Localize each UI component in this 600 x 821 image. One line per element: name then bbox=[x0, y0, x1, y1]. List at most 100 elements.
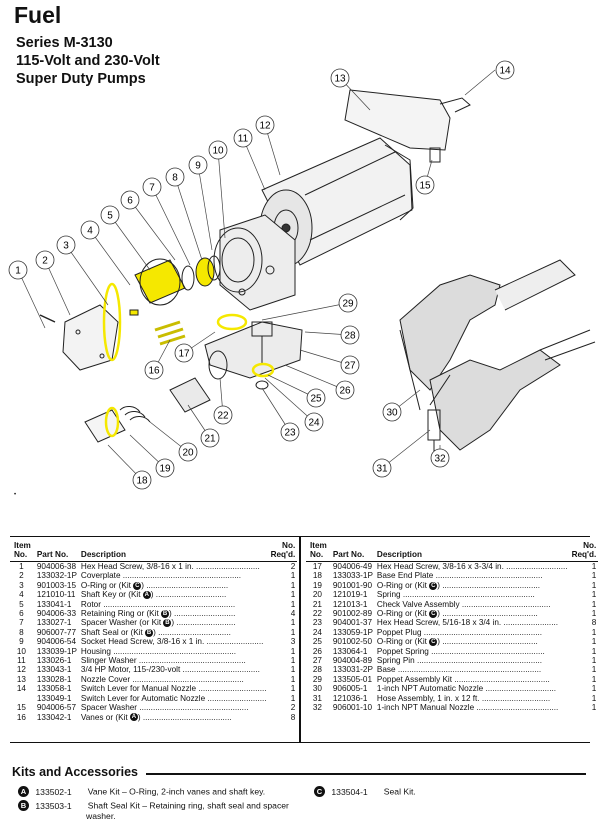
cell-item: 9 bbox=[19, 637, 24, 647]
subtitle-line: Series M-3130 bbox=[16, 35, 113, 51]
cell-part: 904006-57 bbox=[36, 703, 76, 713]
table-header-row: Item No. Part No. Description No. Req'd. bbox=[306, 541, 599, 562]
table-header-row: Item No. Part No. Description No. Req'd. bbox=[10, 541, 298, 562]
kits-divider bbox=[146, 773, 586, 775]
cell-part: 133027-1 bbox=[36, 618, 72, 628]
parts-table-left: Item No. Part No. Description No. Req'd.… bbox=[10, 541, 298, 722]
desc-text: Shaft Key or (Kit bbox=[80, 590, 143, 600]
cell-item: 28 bbox=[312, 665, 322, 675]
callout-label: 5 bbox=[107, 211, 113, 222]
header-qty: No. Req'd. bbox=[569, 541, 599, 562]
cell-desc: 1-inch NPT Automatic Nozzle ............… bbox=[375, 684, 570, 693]
callout-21: 21 bbox=[200, 428, 220, 448]
cell-part: 901003-15 bbox=[36, 580, 76, 590]
callout-27: 27 bbox=[340, 355, 360, 375]
callout-15: 15 bbox=[415, 175, 435, 195]
callout-label: 25 bbox=[310, 394, 322, 405]
kit-badge: B bbox=[161, 609, 169, 618]
callout-4: 4 bbox=[80, 220, 100, 240]
cell-desc: O-Ring or (Kit C) ......................… bbox=[375, 581, 570, 590]
callout-label: 28 bbox=[344, 331, 356, 342]
desc-text: Switch Lever for Automatic Nozzle ......… bbox=[80, 693, 267, 703]
desc-text-after: ) ............................... bbox=[150, 590, 227, 600]
cell-part: 901002-50 bbox=[332, 637, 372, 647]
callout-label: 20 bbox=[182, 448, 194, 459]
callout-7: 7 bbox=[142, 177, 162, 197]
cell-desc: Shaft Key or (Kit A) ...................… bbox=[79, 590, 269, 599]
cell-qty: 1 bbox=[290, 665, 296, 675]
cell-qty: 1 bbox=[290, 656, 296, 666]
cell-desc: Base End Plate .........................… bbox=[375, 571, 570, 580]
cell-qty: 1 bbox=[591, 571, 597, 581]
cell-desc: Hex Head Screw, 3/8-16 x 1 in. .........… bbox=[79, 562, 269, 572]
cell-desc: Spring .................................… bbox=[375, 590, 570, 599]
cell-qty: 1 bbox=[290, 646, 296, 656]
desc-text: 3/4 HP Motor, 115-/230-volt ............… bbox=[80, 665, 260, 675]
kit-desc: Shaft Seal Kit – Retaining ring, shaft s… bbox=[87, 800, 289, 811]
cell-desc: Check Valve Assembly ...................… bbox=[375, 600, 570, 609]
kit-item-a: A 133502-1 Vane Kit – O-Ring, 2-inch van… bbox=[18, 786, 265, 798]
cell-part: 133032-1P bbox=[36, 571, 77, 581]
desc-text-after: ) ........................... bbox=[169, 609, 236, 619]
cell-desc: Spring Pin .............................… bbox=[375, 656, 570, 665]
cell-part: 904006-38 bbox=[36, 562, 76, 571]
desc-text: Coverplate .............................… bbox=[80, 571, 242, 581]
kit-badge: C bbox=[429, 581, 438, 590]
desc-text: Nozzle Cover ...........................… bbox=[80, 674, 244, 684]
callout-19: 19 bbox=[155, 458, 175, 478]
cell-part: 133059-1P bbox=[332, 627, 373, 637]
callout-label: 13 bbox=[334, 74, 346, 85]
cell-item: 19 bbox=[312, 580, 322, 590]
kit-badge: B bbox=[163, 619, 172, 628]
cell-qty: 1 bbox=[591, 656, 597, 666]
cell-item: 12 bbox=[16, 665, 26, 675]
cell-item: 25 bbox=[312, 637, 322, 647]
desc-text-after: ) .......................... bbox=[171, 618, 236, 628]
callout-25: 25 bbox=[306, 388, 326, 408]
cell-item: 14 bbox=[16, 684, 26, 694]
callout-label: 7 bbox=[149, 183, 155, 194]
cell-qty: 1 bbox=[290, 674, 296, 684]
parts-table-divider bbox=[299, 536, 301, 743]
cell-part: 906007-77 bbox=[36, 627, 76, 637]
callout-5: 5 bbox=[100, 205, 120, 225]
kit-item-c: C 133504-1 Seal Kit. bbox=[314, 786, 416, 798]
housing-drawing bbox=[213, 214, 296, 311]
cell-item: 8 bbox=[19, 627, 24, 637]
cell-desc: Poppet Assembly Kit ....................… bbox=[375, 675, 570, 684]
callout-label: 26 bbox=[339, 386, 351, 397]
cell-item: 29 bbox=[312, 674, 322, 684]
desc-text: Spring .................................… bbox=[376, 590, 535, 600]
page-title: Fuel bbox=[14, 2, 62, 28]
cell-desc: Socket Head Screw, 3/8-16 x 1 in. ......… bbox=[79, 637, 269, 646]
callout-label: 30 bbox=[386, 408, 398, 419]
cell-part: 133042-1 bbox=[36, 712, 72, 722]
desc-text-after: ) ......................................… bbox=[437, 580, 541, 590]
desc-text: Spring Pin .............................… bbox=[376, 656, 543, 666]
desc-text-after: ) .................................... bbox=[141, 580, 229, 590]
cell-item: 15 bbox=[16, 703, 26, 713]
cell-qty: 1 bbox=[591, 665, 597, 675]
cell-desc: Housing ................................… bbox=[79, 647, 269, 656]
desc-text: Spacer Washer (or Kit bbox=[80, 618, 164, 628]
cell-qty: 1 bbox=[591, 609, 597, 619]
cell-part: 904004-89 bbox=[332, 656, 372, 666]
cell-qty: 3 bbox=[290, 637, 296, 647]
cell-part: 904006-49 bbox=[332, 562, 372, 571]
desc-text: Retaining Ring or (Kit bbox=[80, 609, 161, 619]
callout-18: 18 bbox=[132, 470, 152, 490]
desc-text: Hose Assembly, 1 in. x 12 ft. ..........… bbox=[376, 693, 551, 703]
